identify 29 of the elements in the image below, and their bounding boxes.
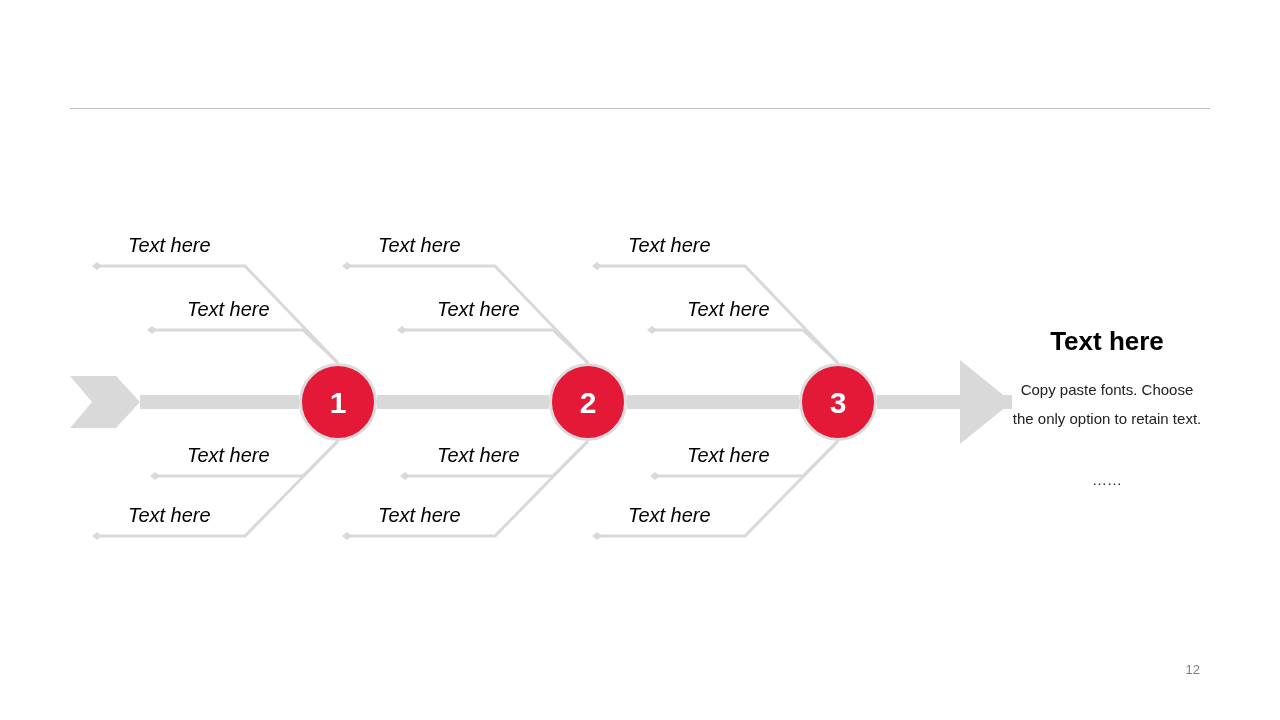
bone-line xyxy=(400,439,590,480)
bone-line xyxy=(342,262,590,365)
ellipsis: …… xyxy=(1092,470,1122,490)
heading: Text here xyxy=(1050,325,1164,358)
bone-label: Text here xyxy=(187,297,270,322)
spine-arrow xyxy=(877,360,1012,444)
description: Copy paste fonts. Choose the only option to retain text. xyxy=(1012,380,1202,429)
bone-label: Text here xyxy=(628,233,711,258)
bone-label: Text here xyxy=(687,297,770,322)
bone-line xyxy=(592,439,840,540)
bone-label: Text here xyxy=(628,503,711,528)
bone-line xyxy=(147,326,340,365)
bone-line xyxy=(92,439,340,540)
bone-line xyxy=(342,439,590,540)
bone-line xyxy=(150,439,340,480)
bone-line xyxy=(647,326,840,365)
bone-label: Text here xyxy=(128,503,211,528)
bone-label: Text here xyxy=(437,297,520,322)
bone-line xyxy=(592,262,840,365)
bone-label: Text here xyxy=(128,233,211,258)
bone-line xyxy=(650,439,840,480)
bone-label: Text here xyxy=(187,443,270,468)
page-number: 12 xyxy=(1185,662,1200,677)
bone-line xyxy=(397,326,590,365)
bone-label: Text here xyxy=(437,443,520,468)
bone-label: Text here xyxy=(687,443,770,468)
bone-label: Text here xyxy=(378,233,461,258)
bone-label: Text here xyxy=(378,503,461,528)
bone-line xyxy=(92,262,340,365)
